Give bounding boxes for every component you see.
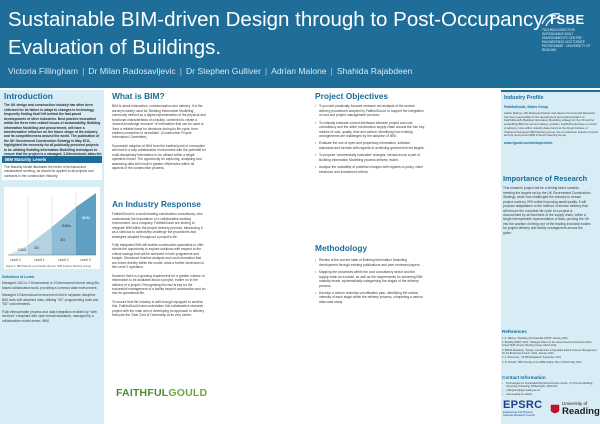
industry-response-section: An Industry Response FaithfulGould is a … xyxy=(112,200,206,318)
reading-logo-bottom: Reading xyxy=(562,405,600,417)
industry-response-body-3: However there is a growing requirement f… xyxy=(112,273,206,296)
diagram-label-3d: 3D xyxy=(60,237,65,242)
contact-address: Technologies for Sustainable Built Envir… xyxy=(502,382,600,389)
tsbe-logo-text: TSBE xyxy=(548,12,585,27)
objective-item: Evaluate the use of open and proprietary… xyxy=(315,141,425,150)
definition-item: Managed 3 Dimensional environment held i… xyxy=(2,293,99,307)
author-name: Adrian Malone xyxy=(271,66,327,76)
author-name: Victoria Fillingham xyxy=(8,66,79,76)
diagram-caption: Figure 1: BIM Maturity Level Model (Sour… xyxy=(6,264,91,268)
bim-levels-heading: BIM Maturity Levels xyxy=(2,156,102,163)
diagram-label-bims: BIMs xyxy=(62,223,71,228)
diagram-level-1: Level 1 xyxy=(34,258,45,262)
reading-logo-top: University of xyxy=(562,401,588,406)
diagram-label-cad: CAD xyxy=(18,247,27,252)
epsrc-logo: EPSRC Engineering and Physical Sciences … xyxy=(503,400,543,422)
poster-title-line-2: Evaluation of Buildings. xyxy=(8,36,222,59)
objective-item: To critically evaluate current interface… xyxy=(315,121,425,139)
industry-profile-company: FaithfulGould, Atkins Group xyxy=(504,105,549,110)
bim-wedge-chart: CAD 2D 3D BIMs iBIM Level 0 Level 1 Leve… xyxy=(4,187,100,269)
methodology-list: Review of the current state of Building … xyxy=(315,258,425,304)
reference-item: 2. Building MART, 2010. "Strategic Paper… xyxy=(502,340,592,348)
bim-levels-box: BIM Maturity Levels The Maturity Model i… xyxy=(2,156,102,181)
diagram-label-2d: 2D xyxy=(34,245,39,250)
author-name: Shahida Rajabdeen xyxy=(336,66,413,76)
column-4-background xyxy=(501,90,600,424)
methodology-item: Mapping the processes within the cost co… xyxy=(315,270,425,288)
definition-item: Managed CAD in 2 Dimensional or 3 Dimens… xyxy=(2,281,100,290)
industry-profile-heading: Industry Profile xyxy=(504,95,544,101)
industry-response-heading: An Industry Response xyxy=(112,199,201,209)
what-is-bim-body-1: BIM is about information, communication … xyxy=(112,104,206,140)
contact-heading: Contact Information xyxy=(502,375,546,380)
epsrc-subtext: Engineering and Physical Sciences Resear… xyxy=(503,411,535,418)
methodology-heading: Methodology xyxy=(315,243,368,253)
what-is-bim-heading: What is BIM? xyxy=(112,91,165,101)
definition-item: Fully interoperable process and data int… xyxy=(2,309,97,323)
reading-crest-icon xyxy=(550,404,560,414)
objectives-list: To provide practically focused research-… xyxy=(315,104,425,174)
faithfulgould-wordmark: FAITHFULGOULD xyxy=(116,387,208,399)
author-name: Dr Milan Radosavljevic xyxy=(88,66,176,76)
industry-response-body-4: To ensure that the industry is well enou… xyxy=(112,299,205,318)
diagram-level-2: Level 2 xyxy=(58,258,69,262)
contact-website[interactable]: www.reading.ac.uk/tsbe xyxy=(502,393,600,397)
reference-item: 4. A. Mccormac, "10 BIM Explained" Septe… xyxy=(502,356,561,360)
author-name: Dr Stephen Gulliver xyxy=(185,66,261,76)
university-of-reading-logo: University of Reading xyxy=(550,400,600,422)
methodology-item: Develop a carbon reduction prioritisatio… xyxy=(315,291,425,304)
epsrc-wordmark: EPSRC xyxy=(503,399,543,411)
reference-item: 1. A. Malone, "Realising the Potential o… xyxy=(502,336,568,340)
industry-response-body-1: FaithfulGould is a world leading constru… xyxy=(112,212,203,239)
objective-item: Analyse the scalability of potential cha… xyxy=(315,165,425,174)
importance-section: Importance of Research This research pro… xyxy=(503,175,598,235)
level-definitions: Definitions of Levels Managed CAD in 2 D… xyxy=(2,275,102,326)
column-3: Project Objectives To provide practicall… xyxy=(309,90,499,424)
references-heading: References xyxy=(502,329,527,334)
industry-response-body-2: Fully integrated BIM will enable constru… xyxy=(112,243,205,270)
importance-body: This research project will be a driving … xyxy=(503,186,591,235)
diagram-label-ibim: iBIM xyxy=(82,215,90,220)
diagram-level-3: Level 3 xyxy=(80,258,91,262)
what-is-bim-section: What is BIM? BIM is about information, c… xyxy=(112,92,206,171)
reference-item: 3. BSRIA Roadmap, "Design, Construction … xyxy=(502,348,597,356)
project-objectives-heading: Project Objectives xyxy=(315,91,389,101)
bim-maturity-diagram: CAD 2D 3D BIMs iBIM Level 0 Level 1 Leve… xyxy=(4,187,100,269)
faithfulgould-logo: FAITHFULGOULD xyxy=(116,387,208,410)
reference-item: 5. D. Sinclair, "BIM Overlay to the RIBA… xyxy=(502,360,582,364)
poster-header: Sustainable BIM-driven Design through to… xyxy=(0,0,600,88)
project-objectives-section: Project Objectives To provide practicall… xyxy=(315,92,495,177)
author-list: Victoria Fillingham|Dr Milan Radosavljev… xyxy=(8,66,413,76)
methodology-item: Review of the current state of Building … xyxy=(315,258,425,267)
bim-levels-body: The Maturity Model illustrates the level… xyxy=(4,165,94,178)
contact-email[interactable]: v.fillingham@pgr.reading.ac.uk xyxy=(502,389,600,393)
tsbe-logo: TSBE Technologies for Sustainable Built … xyxy=(538,8,596,60)
objective-item: To provide practically focused research-… xyxy=(315,104,425,117)
industry-profile-body: Adrian Malone, HR, Business Partner and … xyxy=(504,110,598,138)
importance-heading: Importance of Research xyxy=(503,174,588,183)
objective-item: To propose 'commercially evaluated' chan… xyxy=(315,153,425,162)
methodology-section: Methodology Review of the current state … xyxy=(315,244,435,307)
what-is-bim-body-2: Successful adoption of BIM from the earl… xyxy=(112,143,206,171)
diagram-level-0: Level 0 xyxy=(10,258,21,262)
definitions-heading: Definitions of Levels xyxy=(2,275,35,279)
contact-section: Contact Information Technologies for Sus… xyxy=(502,375,600,397)
tsbe-emblem-icon xyxy=(541,13,561,27)
introduction-heading: Introduction xyxy=(4,91,53,101)
poster-title-line-1: Sustainable BIM-driven Design through to… xyxy=(8,8,544,31)
references-section: References 1. A. Malone, "Realising the … xyxy=(502,329,600,365)
industry-profile-link[interactable]: www.fgould.com/uk/topics/bim xyxy=(504,141,553,146)
tsbe-logo-subtext: Technologies for Sustainable Built Envir… xyxy=(542,28,591,52)
column-2: What is BIM? BIM is about information, c… xyxy=(106,90,307,424)
